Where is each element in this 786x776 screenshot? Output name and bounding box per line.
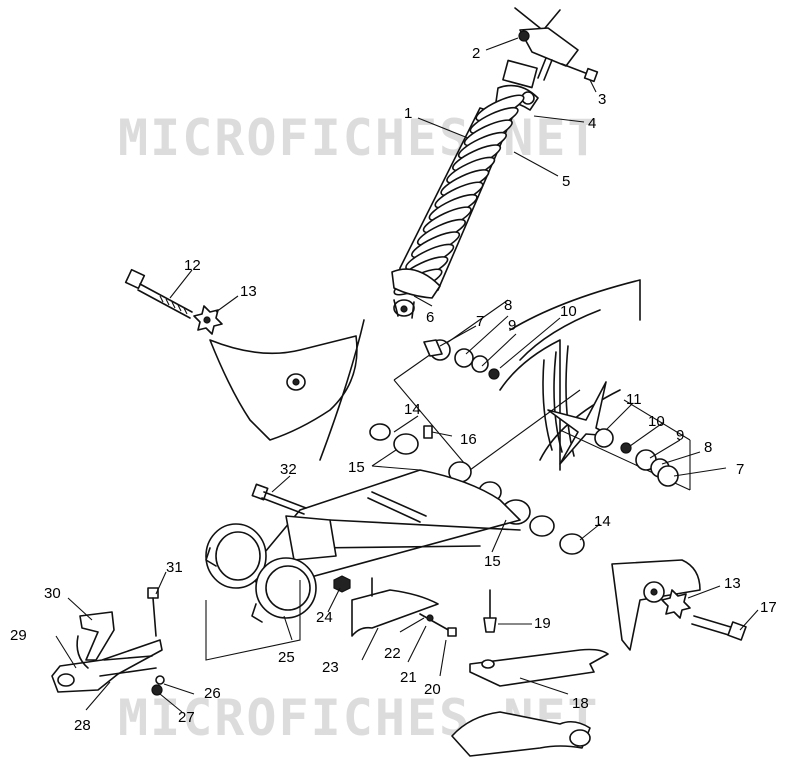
callout-labels: 2 3 1 4 5 12 13 6 7 8 9 10 14 16 15 11 1… bbox=[10, 45, 777, 734]
callout-12: 12 bbox=[184, 257, 201, 274]
callout-10-bottom: 10 bbox=[648, 413, 665, 430]
callout-21: 21 bbox=[400, 669, 417, 686]
bracket-30 bbox=[76, 611, 115, 669]
shock-absorber bbox=[391, 84, 539, 319]
a-arm bbox=[249, 469, 521, 591]
backing-plate bbox=[205, 580, 301, 661]
bolt-17 bbox=[691, 615, 747, 641]
callout-13-right: 13 bbox=[724, 575, 741, 592]
shock-guard-plate bbox=[209, 319, 365, 461]
callout-32: 32 bbox=[280, 461, 297, 478]
bolt-20-22 bbox=[419, 613, 457, 637]
callout-13-top: 13 bbox=[240, 283, 257, 300]
callout-28: 28 bbox=[74, 717, 91, 734]
callout-8-top: 8 bbox=[504, 297, 512, 314]
callout-10-top: 10 bbox=[560, 303, 577, 320]
callout-1: 1 bbox=[404, 105, 412, 122]
callout-22: 22 bbox=[384, 645, 401, 662]
callout-14-bottom: 14 bbox=[594, 513, 611, 530]
bolt-31 bbox=[147, 587, 159, 637]
callout-11: 11 bbox=[626, 391, 642, 408]
side-bracket-right bbox=[611, 559, 701, 651]
leader-lines bbox=[55, 37, 759, 713]
callout-15-left: 15 bbox=[348, 459, 365, 476]
callout-3: 3 bbox=[598, 91, 606, 108]
callout-6: 6 bbox=[426, 309, 434, 326]
bracket-23 bbox=[351, 577, 439, 637]
bolt-3 bbox=[561, 63, 599, 83]
callout-19: 19 bbox=[534, 615, 551, 632]
nut-24 bbox=[333, 575, 351, 593]
callout-8-bottom: 8 bbox=[704, 439, 712, 456]
callout-20: 20 bbox=[424, 681, 441, 698]
bushing-stack-upper bbox=[393, 299, 581, 471]
callout-2: 2 bbox=[472, 45, 480, 62]
callout-25: 25 bbox=[278, 649, 295, 666]
callout-5: 5 bbox=[562, 173, 570, 190]
clamp-rings bbox=[205, 523, 317, 623]
callout-7-top: 7 bbox=[476, 313, 484, 330]
callout-17: 17 bbox=[760, 599, 777, 616]
watermark-top: MICROFICHES.NET bbox=[118, 109, 600, 167]
callout-15-bottom: 15 bbox=[484, 553, 501, 570]
callout-30: 30 bbox=[44, 585, 61, 602]
callout-14-top: 14 bbox=[404, 401, 421, 418]
lower-bracket-28 bbox=[51, 639, 163, 693]
callout-7-bottom: 7 bbox=[736, 461, 744, 478]
callout-23: 23 bbox=[322, 659, 339, 676]
bolt-32 bbox=[251, 483, 307, 515]
callout-24: 24 bbox=[316, 609, 333, 626]
plate-18 bbox=[469, 648, 609, 687]
bushing-stack-lower bbox=[559, 399, 691, 491]
callout-27: 27 bbox=[178, 709, 195, 726]
callout-31: 31 bbox=[166, 559, 183, 576]
callout-16: 16 bbox=[460, 431, 477, 448]
support-arm bbox=[451, 711, 591, 757]
callout-4: 4 bbox=[588, 115, 596, 132]
nut-27 bbox=[151, 675, 165, 696]
callout-9-top: 9 bbox=[508, 317, 516, 334]
upper-mount-bracket bbox=[502, 7, 579, 89]
callout-9-bottom: 9 bbox=[676, 427, 684, 444]
callout-18: 18 bbox=[572, 695, 589, 712]
pin-19 bbox=[483, 589, 497, 633]
callout-29: 29 bbox=[10, 627, 27, 644]
callout-26: 26 bbox=[204, 685, 221, 702]
star-washer-13b bbox=[661, 589, 691, 619]
nut-2 bbox=[518, 30, 530, 42]
bolt-12 bbox=[124, 268, 193, 319]
star-bracket bbox=[547, 381, 613, 465]
